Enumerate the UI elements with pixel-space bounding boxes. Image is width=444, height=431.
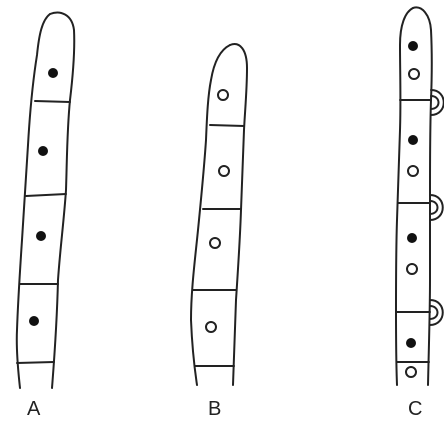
panel-a-nucleus-1 (48, 68, 58, 78)
panel-b-nucleus-4 (206, 322, 216, 332)
panel-c-nucleus-light-4 (406, 367, 416, 377)
panel-c-nucleus-light-1 (409, 69, 419, 79)
panel-c-clamp-3-inner (430, 306, 438, 319)
panel-c-hypha (396, 7, 444, 385)
panel-c-nucleus-dark-3 (407, 233, 417, 243)
panel-a-nucleus-3 (36, 231, 46, 241)
panel-c-left-wall (396, 8, 413, 385)
panel-label-a: A (27, 398, 40, 421)
panel-a-nucleus-2 (38, 146, 48, 156)
panel-c-nucleus-dark-4 (406, 338, 416, 348)
panel-b-nucleus-2 (219, 166, 229, 176)
panel-c-nucleus-dark-1 (408, 41, 418, 51)
panel-a-septum-2 (26, 194, 66, 196)
panel-b-nucleus-3 (210, 238, 220, 248)
panel-c-nucleus-light-3 (407, 264, 417, 274)
panel-c-right-wall (413, 7, 432, 385)
panel-a-septum-4 (17, 362, 54, 363)
panel-c-clamp-3 (430, 300, 443, 325)
panel-a-left-wall (17, 14, 50, 388)
panel-b-right-wall (230, 44, 247, 385)
panel-c-clamp-1 (431, 90, 444, 115)
panel-c-clamp-2 (430, 195, 443, 220)
panel-a-hypha (17, 13, 75, 388)
panel-b-septum-1 (210, 125, 244, 126)
panel-c-clamp-1-inner (431, 96, 439, 109)
panel-b-hypha (191, 44, 247, 385)
panel-a-septum-1 (35, 101, 70, 102)
panel-c-clamp-2-inner (430, 201, 438, 214)
panel-c-nucleus-dark-2 (408, 135, 418, 145)
panel-label-b: B (208, 398, 221, 421)
panel-c-nucleus-light-2 (408, 166, 418, 176)
panel-b-nucleus-1 (218, 90, 228, 100)
panel-a-nucleus-4 (29, 316, 39, 326)
panel-label-c: C (408, 398, 422, 421)
